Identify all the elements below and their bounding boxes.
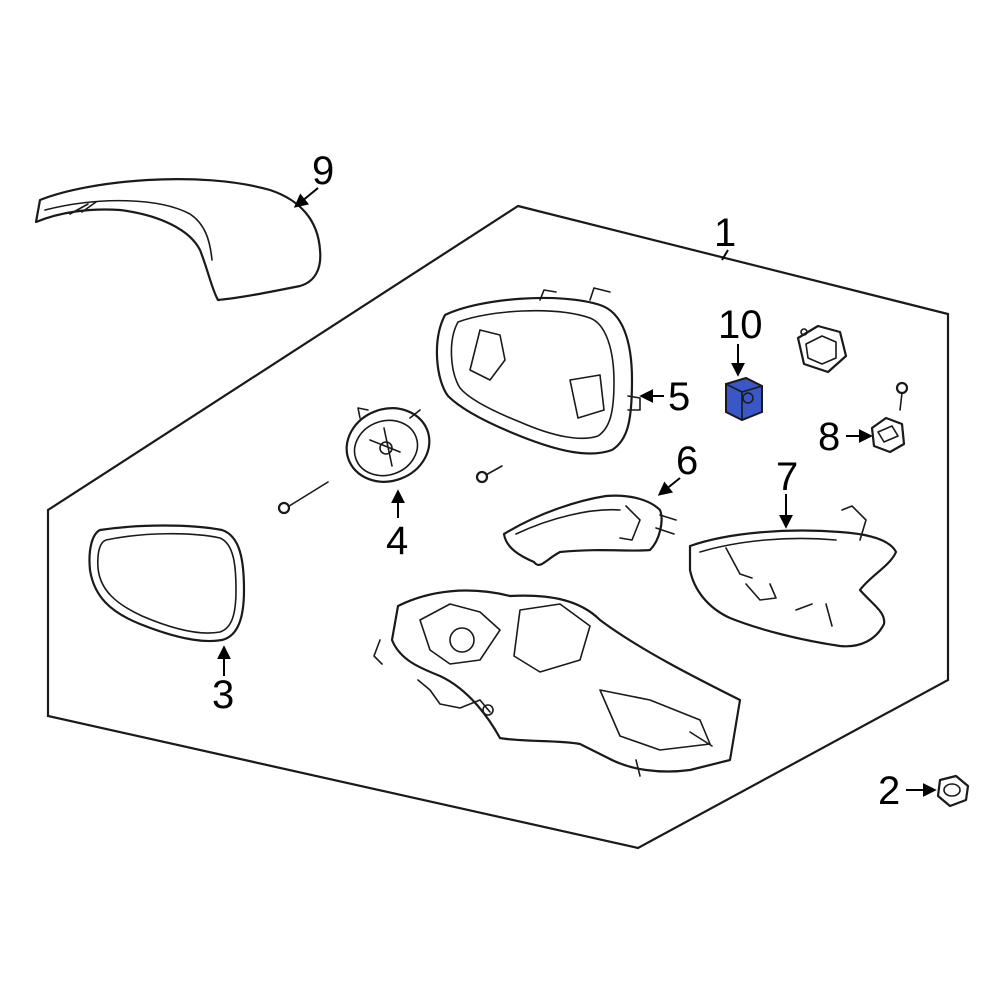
part-8-lamp-socket[interactable]	[870, 416, 906, 454]
callout-1: 1	[714, 211, 736, 255]
leader-1	[721, 249, 729, 261]
part-3-mirror-glass[interactable]	[88, 524, 246, 643]
callout-3: 3	[212, 673, 234, 717]
part-6-turn-signal-lamp[interactable]	[502, 494, 677, 567]
bolt-short	[475, 465, 503, 484]
mirror-base-assembly	[373, 589, 742, 777]
callout-5: 5	[668, 375, 690, 419]
part-5-mirror-backing-plate[interactable]	[435, 287, 641, 455]
assembly-boundary	[46, 204, 950, 850]
callout-4: 4	[386, 519, 408, 563]
small-screw	[895, 381, 909, 411]
part-9-mirror-cap[interactable]	[34, 178, 322, 302]
callout-7: 7	[776, 455, 798, 499]
callout-10: 10	[718, 303, 763, 347]
part-7-mirror-housing[interactable]	[688, 505, 898, 648]
leader-9	[293, 187, 319, 208]
callout-2: 2	[878, 769, 900, 813]
callout-8: 8	[818, 415, 840, 459]
part-4-actuator-motor[interactable]	[336, 397, 440, 493]
callout-9: 9	[312, 149, 334, 193]
part-2-flange-nut[interactable]	[936, 774, 970, 808]
bolt-long	[277, 481, 329, 515]
callout-6: 6	[676, 439, 698, 483]
connector-block	[796, 324, 848, 374]
part-10-highlighted-switch[interactable]	[725, 376, 763, 422]
leader-6	[657, 477, 681, 496]
